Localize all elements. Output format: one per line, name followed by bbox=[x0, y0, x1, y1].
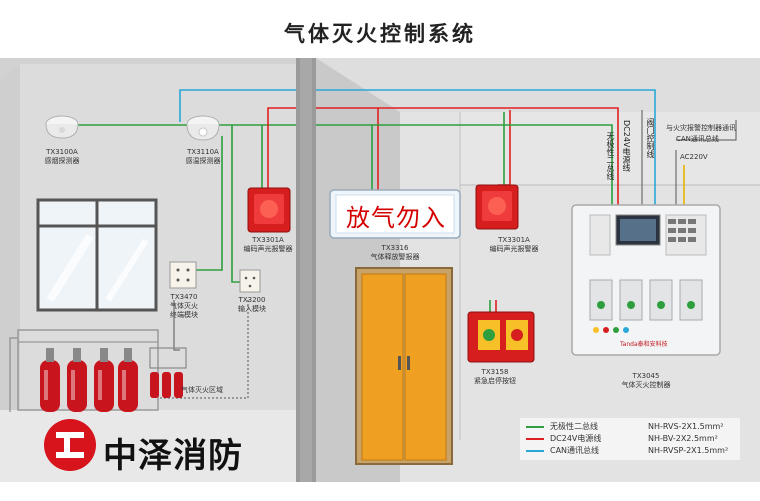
terminal-module-icon bbox=[169, 261, 197, 289]
heat-detector-label: TX3110A 感温探测器 bbox=[183, 148, 223, 166]
controller-cabinet-icon bbox=[571, 204, 721, 356]
release-sign-label: TX3316 气体释放警报器 bbox=[360, 244, 430, 262]
emergency-button-label: TX3158 紧急启停按钮 bbox=[470, 368, 520, 386]
logo-text: 中泽消防 bbox=[103, 436, 243, 476]
emergency-button-name: 紧急启停按钮 bbox=[474, 377, 516, 385]
wiring-right bbox=[316, 89, 737, 340]
legend-name: 无极性二总线 bbox=[550, 422, 598, 431]
release-sign-name: 气体释放警报器 bbox=[370, 253, 420, 261]
legend-name: CAN通讯总线 bbox=[550, 446, 600, 455]
controller-label: TX3045 气体灭火控制器 bbox=[606, 372, 686, 390]
cylinder-4 bbox=[118, 348, 138, 412]
window bbox=[36, 198, 158, 312]
controller-model: TX3045 bbox=[632, 372, 660, 380]
bus-wire-input bbox=[231, 125, 240, 283]
terminal-module-name: 气体灭火 bbox=[170, 302, 198, 310]
center-pillar-face bbox=[300, 58, 312, 482]
controller-brand: Tanda泰和安科技 bbox=[620, 341, 668, 348]
control-wire-cylinders bbox=[173, 300, 180, 351]
alarm-left-name: 编码声光报警器 bbox=[243, 245, 293, 253]
controller-name: 气体灭火控制器 bbox=[621, 381, 671, 389]
can-wire-label: CAN通讯总线 bbox=[676, 135, 719, 143]
window-glare-2 bbox=[105, 238, 149, 302]
legend-name: DC24V电源线 bbox=[550, 434, 602, 443]
dc24v-wire-label: DC24V电源线 bbox=[622, 120, 631, 172]
cylinder-3 bbox=[94, 348, 114, 412]
smoke-detector-label: TX3100A 感烟探测器 bbox=[42, 148, 82, 166]
bottom-margin bbox=[0, 482, 760, 501]
emergency-button-icon bbox=[467, 311, 535, 363]
emergency-button-model: TX3158 bbox=[481, 368, 509, 376]
legend-swatch bbox=[526, 450, 544, 452]
heat-detector-model: TX3110A bbox=[187, 148, 219, 156]
alarm-right-model: TX3301A bbox=[498, 236, 530, 244]
alarm-right-icon bbox=[475, 184, 519, 230]
heat-detector-icon bbox=[186, 115, 220, 141]
legend-spec: NH-BV-2X2.5mm² bbox=[648, 434, 718, 443]
legend-spec: NH-RVSP-2X1.5mm² bbox=[648, 446, 729, 455]
controller-buttons bbox=[593, 327, 629, 333]
input-module-icon bbox=[239, 269, 261, 293]
terminal-module-name-2: 终端模块 bbox=[170, 311, 198, 319]
window-glare bbox=[46, 233, 94, 303]
alarm-left-label: TX3301A 编码声光报警器 bbox=[240, 236, 296, 254]
smoke-detector-model: TX3100A bbox=[46, 148, 78, 156]
legend-swatch bbox=[526, 426, 544, 428]
door bbox=[355, 267, 453, 465]
input-module-label: TX3200 输入模块 bbox=[232, 296, 272, 314]
release-sign-text: 放气勿入 bbox=[346, 204, 446, 232]
fire-link-wire bbox=[676, 120, 737, 141]
smoke-detector-name: 感烟探测器 bbox=[44, 157, 80, 165]
bus-wire-label: 无极性二总线 bbox=[606, 132, 615, 180]
wiring-left bbox=[70, 89, 296, 399]
alarm-left-icon bbox=[247, 187, 291, 233]
left-room-ceiling bbox=[0, 58, 296, 80]
pilot-cylinders bbox=[149, 347, 187, 398]
release-sign-icon bbox=[329, 189, 461, 239]
bus-wire-controller bbox=[372, 124, 613, 205]
legend-swatch bbox=[526, 438, 544, 440]
legend-spec: NH-RVS-2X1.5mm² bbox=[648, 422, 724, 431]
input-module-name: 输入模块 bbox=[238, 305, 266, 313]
signal-wire-zone bbox=[160, 300, 249, 399]
page-title: 气体灭火控制系统 bbox=[284, 22, 476, 46]
smoke-detector-icon bbox=[45, 115, 79, 139]
controller-zone-panels bbox=[589, 279, 703, 321]
cylinder-2 bbox=[67, 348, 87, 412]
input-module-model: TX3200 bbox=[238, 296, 266, 304]
terminal-module-model: TX3470 bbox=[170, 293, 198, 301]
power-wire-controller bbox=[378, 107, 619, 205]
valve-wire-label: 阀门控制线 bbox=[646, 118, 655, 158]
alarm-right-name: 编码声光报警器 bbox=[489, 245, 539, 253]
zone-label: 气体灭火区域 bbox=[181, 386, 223, 394]
can-bus-wire-left bbox=[179, 89, 296, 122]
zhongze-logo-icon bbox=[44, 419, 96, 471]
gas-cylinder-bank bbox=[9, 329, 187, 412]
power-wire-alarm bbox=[267, 107, 296, 188]
can-bus-wire-right bbox=[316, 89, 656, 205]
legend-background bbox=[520, 418, 740, 460]
alarm-left-model: TX3301A bbox=[252, 236, 284, 244]
fire-link-label: 与火灾报警控制器通讯 bbox=[666, 124, 736, 132]
release-sign-model: TX3316 bbox=[381, 244, 409, 252]
bus-wire-terminal bbox=[196, 136, 223, 271]
ac-wire-label: AC220V bbox=[680, 153, 708, 161]
cylinder-1 bbox=[40, 348, 60, 412]
heat-detector-name: 感温探测器 bbox=[185, 157, 221, 165]
right-room-ceiling-band bbox=[460, 112, 760, 185]
alarm-right-label: TX3301A 编码声光报警器 bbox=[484, 236, 544, 254]
terminal-module-label: TX3470 气体灭火 终端模块 bbox=[162, 293, 206, 320]
